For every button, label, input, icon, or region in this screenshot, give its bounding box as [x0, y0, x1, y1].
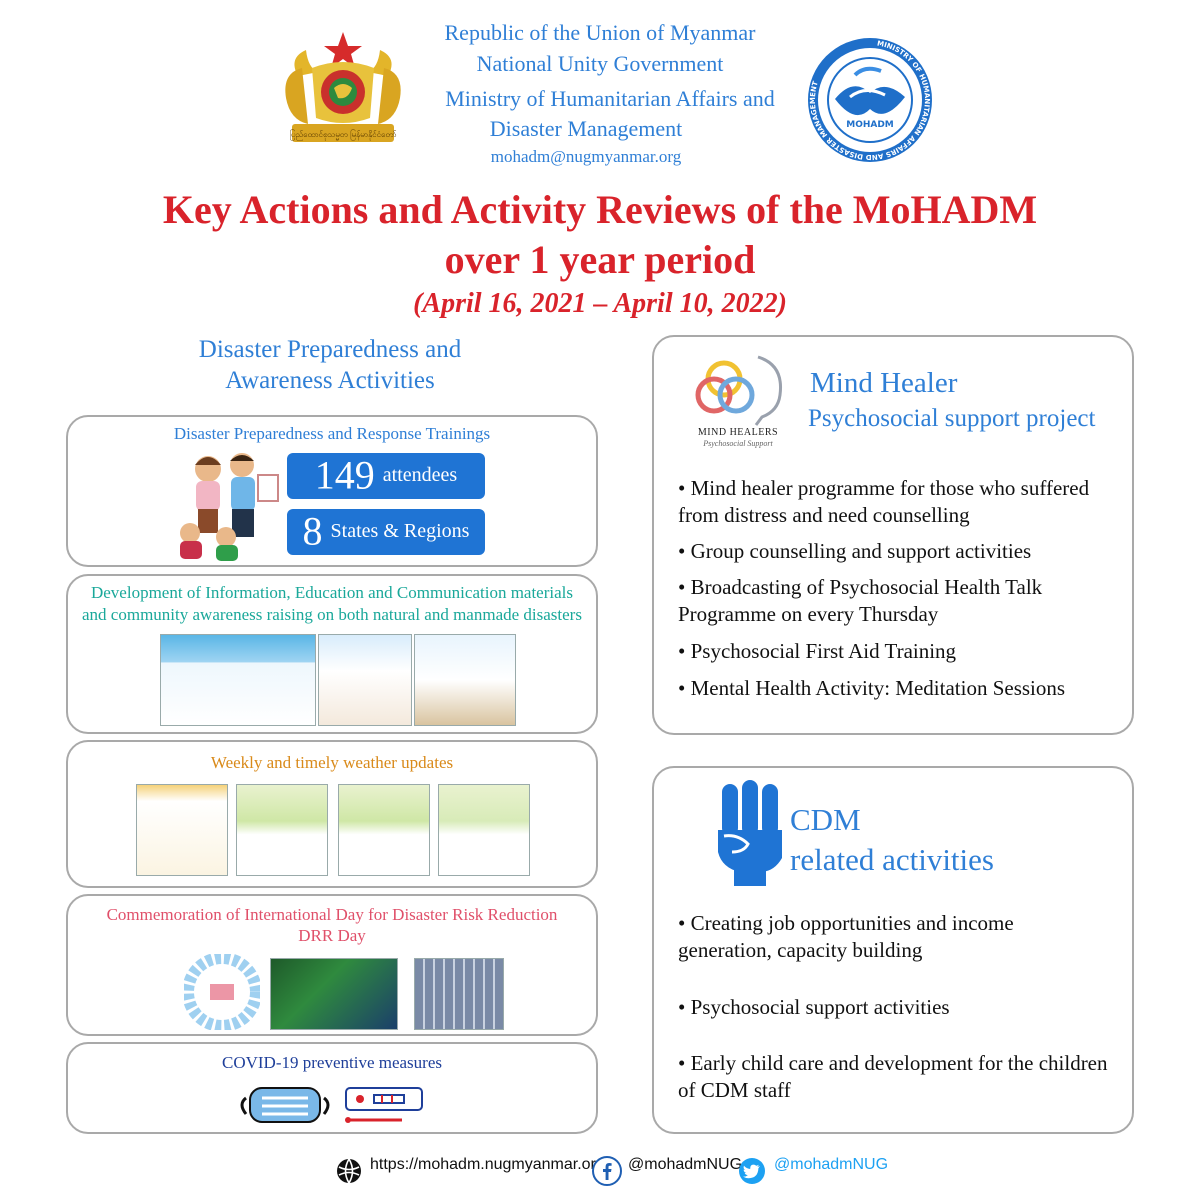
weather-title: Weekly and timely weather updates [210, 753, 454, 772]
attendees-stat: 149 attendees [287, 453, 485, 499]
iec-panel: Development of Information, Education an… [66, 574, 598, 734]
mind-healer-title: Mind Healer [810, 367, 958, 399]
globe-icon [337, 1158, 361, 1184]
mohadm-logo: MOHADM MINISTRY OF HUMANITARIAN AFFAIRS … [808, 38, 932, 162]
weather-panel: Weekly and timely weather updates [66, 740, 598, 888]
header-line-3: Ministry of Humanitarian Affairs and [445, 86, 775, 111]
main-title-period: (April 16, 2021 – April 10, 2022) [413, 288, 787, 319]
regions-unit: States & Regions [330, 520, 470, 543]
weather-update-3 [338, 784, 430, 876]
cdm-item-3: • Early child care and development for t… [678, 1051, 1108, 1102]
drr-title-line-1: Commemoration of International Day for D… [106, 905, 558, 924]
seal-ribbon-text: ပြည်ထောင်စုသမ္မတ မြန်မာနိုင်ငံတော် [290, 129, 397, 141]
mind-healer-item-1: • Mind healer programme for those who su… [678, 476, 1090, 527]
mind-healer-panel: MIND HEALERS Psychosocial Support Mind H… [652, 335, 1134, 735]
mohadm-logo-label: MOHADM [846, 120, 894, 130]
state-seal-logo: ပြည်ထောင်စုသမ္မတ မြန်မာနိုင်ငံတော် [285, 32, 401, 142]
weather-update-4 [438, 784, 530, 876]
twitter-handle[interactable]: @mohadmNUG [774, 1156, 889, 1173]
iec-poster-2 [318, 634, 412, 726]
mind-healer-subtitle: Psychosocial support project [808, 405, 1096, 432]
covid-panel: COVID-19 preventive measures [66, 1042, 598, 1134]
regions-stat: 8 States & Regions [287, 509, 485, 555]
iec-title-line-1: Development of Information, Education an… [90, 583, 573, 602]
mind-healer-item-2: • Group counselling and support activiti… [678, 539, 1032, 563]
weather-update-2 [236, 784, 328, 876]
header-line-2: National Unity Government [476, 51, 724, 76]
left-section-title-line-2: Awareness Activities [225, 367, 435, 394]
iec-title-line-2: and community awareness raising on both … [82, 605, 582, 624]
mind-healers-logo [695, 355, 783, 426]
cdm-item-2: • Psychosocial support activities [678, 995, 950, 1019]
main-title-line-2: over 1 year period [444, 237, 756, 282]
covid-test-kit-icon [345, 1087, 423, 1123]
iec-poster-1 [160, 634, 316, 726]
twitter-icon[interactable] [736, 1157, 768, 1185]
header-email: mohadm@nugmyanmar.org [490, 147, 682, 166]
drr-panel: Commemoration of International Day for D… [66, 894, 598, 1036]
mind-healer-item-5: • Mental Health Activity: Meditation Ses… [678, 676, 1066, 700]
attendees-value: 149 [314, 452, 375, 498]
regions-value: 8 [302, 508, 323, 554]
left-section-title-line-1: Disaster Preparedness and [198, 336, 462, 363]
drr-event-banner [270, 958, 398, 1030]
cdm-title-line-1: CDM [790, 802, 861, 837]
mind-healers-logo-caption: MIND HEALERS [697, 427, 779, 438]
covid-title: COVID-19 preventive measures [222, 1053, 442, 1072]
drr-title-line-2: DRR Day [298, 926, 366, 945]
attendees-unit: attendees [382, 464, 458, 487]
cdm-item-1: • Creating job opportunities and income … [678, 911, 1014, 962]
cdm-title-line-2: related activities [790, 842, 994, 877]
training-title: Disaster Preparedness and Response Train… [173, 424, 491, 443]
iec-poster-3 [414, 634, 516, 726]
drr-participants-grid [414, 958, 504, 1030]
main-title-line-1: Key Actions and Activity Reviews of the … [162, 187, 1038, 232]
facebook-icon[interactable] [592, 1156, 622, 1186]
three-finger-salute-icon [718, 780, 782, 886]
drr-photo-circle [184, 954, 260, 1030]
cdm-panel: CDM related activities • Creating job op… [652, 766, 1134, 1134]
mind-healer-item-4: • Psychosocial First Aid Training [678, 639, 957, 663]
website-link[interactable]: https://mohadm.nugmyanmar.org [370, 1156, 605, 1173]
training-panel: Disaster Preparedness and Response Train… [66, 415, 598, 567]
weather-update-1 [136, 784, 228, 876]
trainer-children-illustration [180, 453, 279, 561]
left-section-title: Disaster Preparedness and Awareness Acti… [140, 334, 520, 396]
header-line-1: Republic of the Union of Myanmar [444, 20, 756, 45]
mind-healer-item-3: • Broadcasting of Psychosocial Health Ta… [678, 575, 1043, 626]
mind-healers-logo-subcaption: Psychosocial Support [703, 439, 773, 448]
facebook-handle[interactable]: @mohadmNUG [628, 1156, 743, 1173]
header-line-4: Disaster Management [489, 116, 683, 141]
face-mask-icon [240, 1087, 330, 1123]
